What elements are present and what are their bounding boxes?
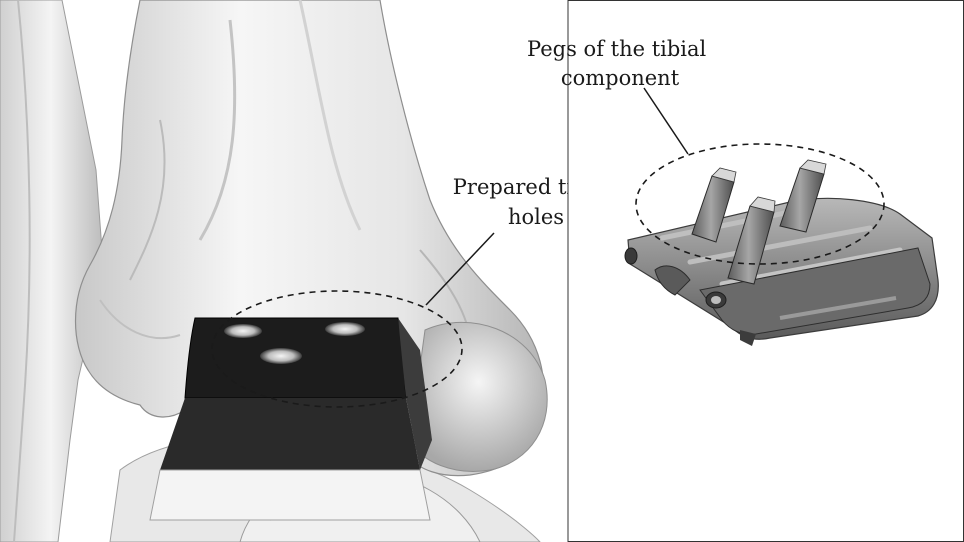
- ankle-panel: Prepared tibial holes: [0, 0, 619, 542]
- leader-line-pegs: [644, 88, 688, 154]
- implant-lug: [625, 248, 637, 264]
- label-prepared-tibial-holes-line1: Prepared tibial: [453, 175, 613, 199]
- label-pegs-line1: Pegs of the tibial: [527, 37, 707, 61]
- tibial-hole: [325, 322, 365, 336]
- tibial-hole: [260, 348, 302, 364]
- label-pegs-line2: component: [561, 66, 680, 90]
- tibial-hole: [224, 324, 262, 338]
- implant-panel: Pegs of the tibial component: [527, 37, 938, 346]
- label-prepared-tibial-holes-line2: holes: [508, 205, 564, 229]
